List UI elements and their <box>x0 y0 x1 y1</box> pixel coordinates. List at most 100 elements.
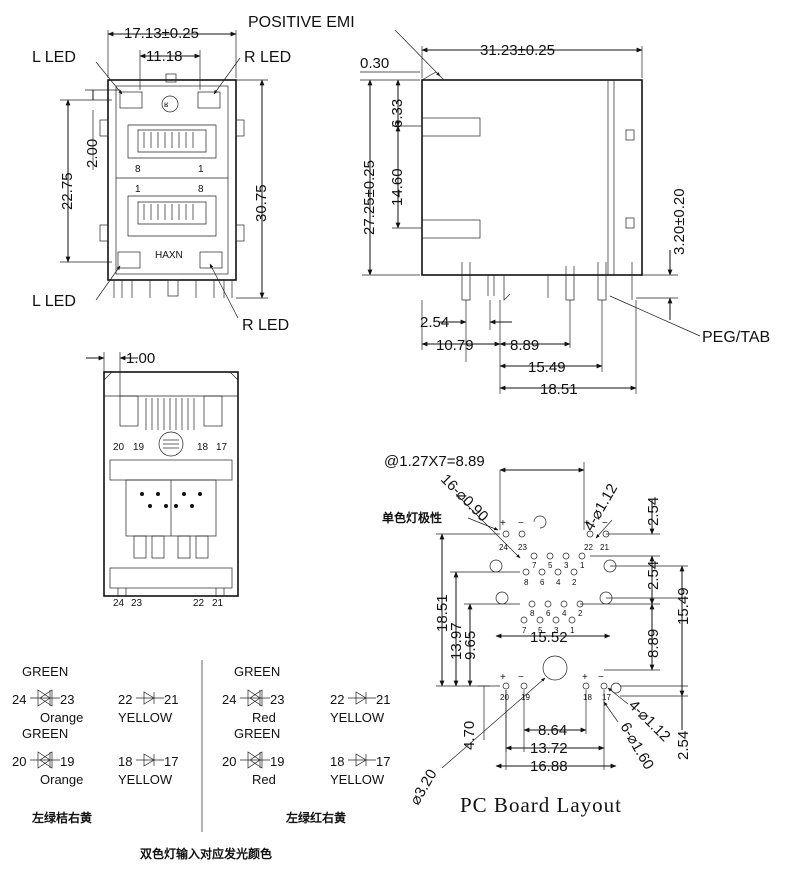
legend-right-top-pin-b: 23 <box>270 692 284 707</box>
legend-footer: 双色灯输入对应发光颜色 <box>140 846 272 861</box>
led-top-right <box>197 91 221 109</box>
led-diode-icon <box>348 753 376 767</box>
svg-text:+: + <box>500 672 506 683</box>
svg-text:−: − <box>598 672 604 683</box>
haxn-label: HAXN <box>155 250 183 261</box>
label-l-led-top: L LED <box>32 49 76 66</box>
pcb-pin-18: 18 <box>583 693 592 702</box>
dim-14-60: 14.60 <box>389 168 406 206</box>
pcb-pin-upper-4: 4 <box>556 578 561 587</box>
dim-18-51-pcb: 18.51 <box>434 594 451 632</box>
legend-left-bottom-pin-a: 20 <box>12 754 26 769</box>
pcb-pin-lower-1: 1 <box>570 626 575 635</box>
side-view: POSITIVE EMI 31.23±0.25 0.30 <box>248 14 770 398</box>
bottom-pin-23: 23 <box>131 598 143 609</box>
bottom-pin-24: 24 <box>113 598 125 609</box>
legend-left-caption: 左绿桔右黄 <box>31 810 92 825</box>
bottom-body-outline <box>103 371 239 597</box>
legend-left-y1-pin-b: 21 <box>164 692 178 707</box>
svg-text:ʁ: ʁ <box>164 100 169 109</box>
legend-left-y2-pin-a: 18 <box>118 754 132 769</box>
legend-right-top-pin-a: 24 <box>222 692 236 707</box>
dim-width: 17.13±0.25 <box>124 25 199 42</box>
bicolor-led-icon <box>30 689 60 707</box>
legend-left-y2-color: YELLOW <box>118 772 173 787</box>
pcb-pin-lower-4: 4 <box>562 609 567 618</box>
legend-right-bottom-pin-b: 19 <box>270 754 284 769</box>
legend-left-y1-pin-a: 22 <box>118 692 132 707</box>
front-pin-8-bottom: 8 <box>198 184 204 195</box>
legend-left-bottom-pin-b: 19 <box>60 754 74 769</box>
pcb-pin-lower-3: 3 <box>554 626 559 635</box>
pcb-pin-20: 20 <box>500 693 509 702</box>
legend-right-y2-color: YELLOW <box>330 772 385 787</box>
pcb-pin-lower-5: 5 <box>538 626 543 635</box>
front-pin-1-top: 1 <box>198 164 204 175</box>
pcb-pin-lower-8: 8 <box>530 609 535 618</box>
legend-left-bottom-color1: GREEN <box>22 726 68 741</box>
pcb-center-peg <box>542 655 568 681</box>
legend-right-y2-pin-b: 17 <box>376 754 390 769</box>
front-pin-1-bottom: 1 <box>135 184 141 195</box>
rj45-port-top <box>127 124 217 159</box>
dim-8-89-pcb: 8.89 <box>645 629 662 658</box>
legend-right-bottom-color1: GREEN <box>234 726 280 741</box>
dim-30-75: 30.75 <box>253 184 270 222</box>
rj45-port-bottom <box>127 195 217 237</box>
legend-left-top-color2: Orange <box>40 710 83 725</box>
pcb-pin-lower-6: 6 <box>546 609 551 618</box>
pcb-pin-23: 23 <box>518 543 527 552</box>
pcb-pin-upper-7: 7 <box>532 561 537 570</box>
label-r-led-bottom: R LED <box>242 317 289 334</box>
dim-4-70-pcb: 4.70 <box>461 721 478 750</box>
dim-pitch: @1.27X7=8.89 <box>384 453 485 470</box>
dim-1-00: 1.00 <box>126 350 155 367</box>
bicolor-led-icon <box>30 751 60 769</box>
legend-right-bottom-pin-a: 20 <box>222 754 236 769</box>
pcb-pin-upper-1: 1 <box>580 561 585 570</box>
legend-right-y1-pin-b: 21 <box>376 692 390 707</box>
legend-left-y1-color: YELLOW <box>118 710 173 725</box>
polarity-label: 单色灯极性 <box>382 510 442 525</box>
dim-15-49: 15.49 <box>528 359 566 376</box>
dim-16-holes: 16-⌀0.90 <box>437 471 491 525</box>
pcb-pin-upper-3: 3 <box>564 561 569 570</box>
dim-31-23: 31.23±0.25 <box>480 42 555 59</box>
label-r-led-top: R LED <box>244 49 291 66</box>
dim-8-64-pcb: 8.64 <box>538 722 567 739</box>
dim-3-20-dia: ⌀3.20 <box>407 766 441 808</box>
led-diode-icon <box>136 691 164 705</box>
legend-right-top-color2: Red <box>252 710 276 725</box>
legend-right-top-color1: GREEN <box>234 664 280 679</box>
bottom-peg <box>158 431 184 457</box>
svg-text:−: − <box>518 672 524 683</box>
dim-2-54: 2.54 <box>420 314 449 331</box>
dim-3-20: 3.20±0.20 <box>671 188 688 255</box>
dim-8-89: 8.89 <box>510 337 539 354</box>
dim-10-79: 10.79 <box>436 337 474 354</box>
dim-13-97-pcb: 13.97 <box>448 622 465 660</box>
pcb-pin-21: 21 <box>600 543 609 552</box>
pcb-pin-lower-7: 7 <box>522 626 527 635</box>
dim-6-33: 6.33 <box>389 99 406 128</box>
svg-text:+: + <box>582 672 588 683</box>
legend-left-top-pin-b: 23 <box>60 692 74 707</box>
dim-2-54-pcb-a: 2.54 <box>645 497 662 526</box>
pcb-pin-17: 17 <box>602 693 611 702</box>
legend-left-top-pin-a: 24 <box>12 692 26 707</box>
dim-22-75: 22.75 <box>59 172 76 210</box>
bottom-pin-19: 19 <box>133 442 145 453</box>
label-positive-emi: POSITIVE EMI <box>248 14 355 31</box>
dim-2-00: 2.00 <box>84 139 101 168</box>
front-view: ʁ 8 1 1 8 HAXN <box>32 25 291 334</box>
legend-right-y1-color: YELLOW <box>330 710 385 725</box>
label-peg-tab: PEG/TAB <box>702 329 770 346</box>
dim-15-52-pcb: 15.52 <box>530 629 568 646</box>
led-bottom-left <box>117 251 141 269</box>
bicolor-led-icon <box>240 751 270 769</box>
legend-right-bottom-color2: Red <box>252 772 276 787</box>
dim-inner: 11.18 <box>146 48 182 65</box>
pcb-pin-upper-8: 8 <box>524 578 529 587</box>
bottom-pin-22: 22 <box>193 598 205 609</box>
